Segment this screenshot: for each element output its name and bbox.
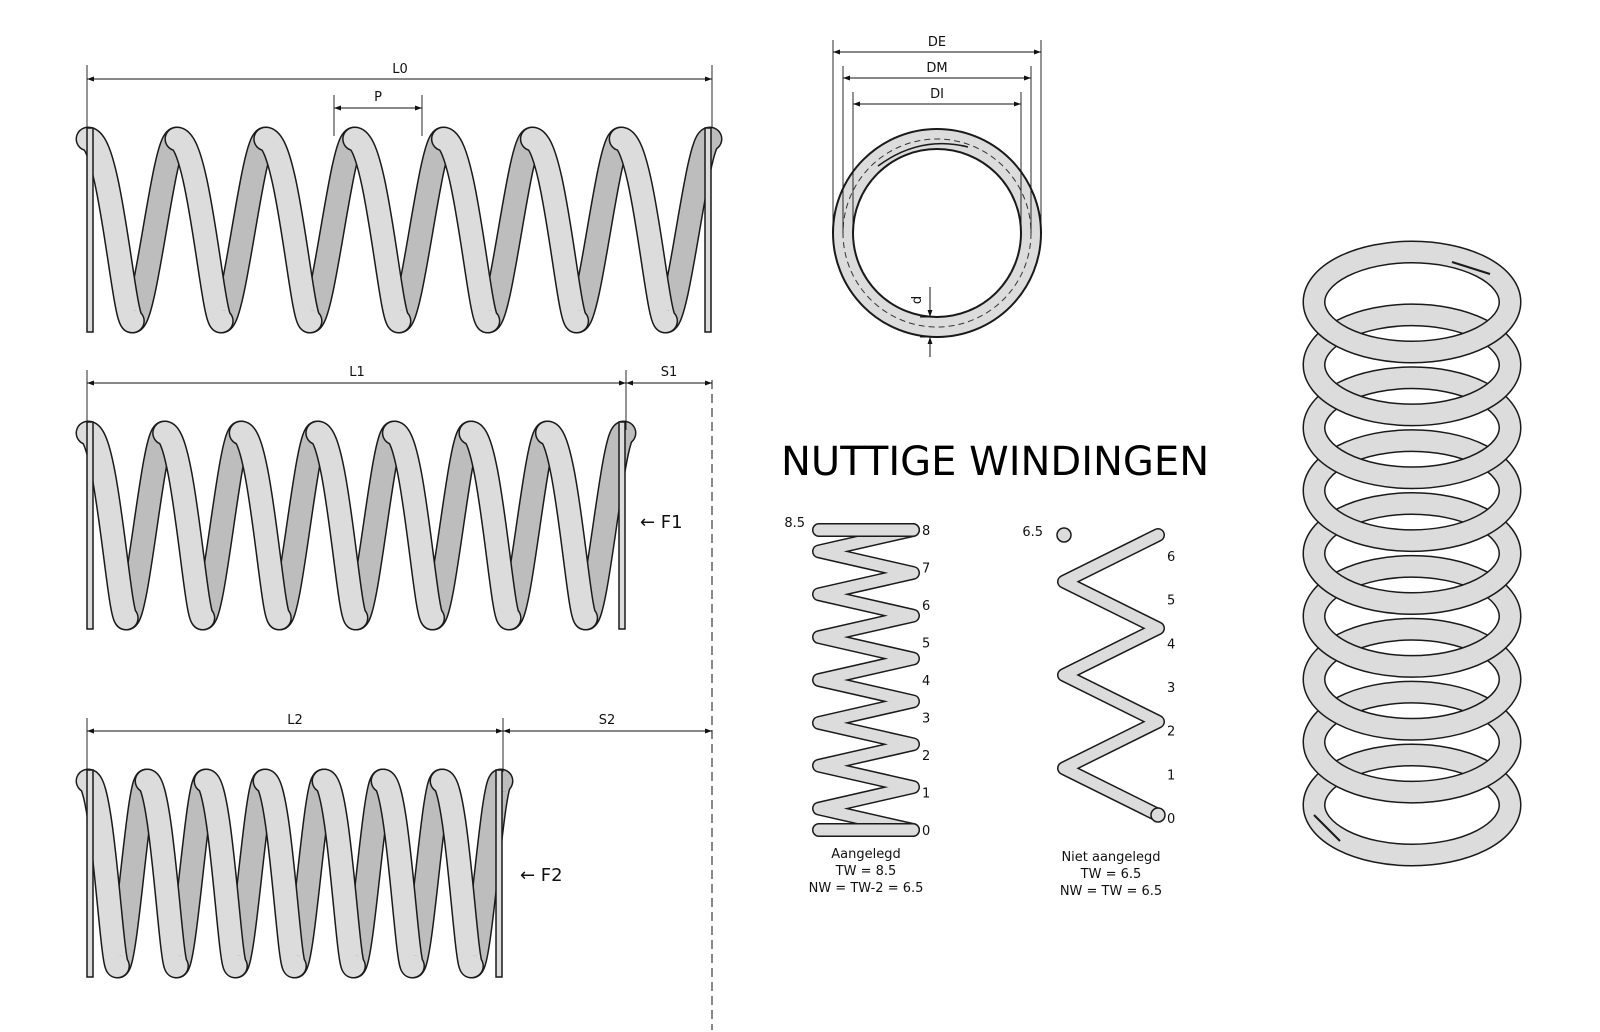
not-ground-coil-numbers: 6 5 4 3 2 1 0	[1167, 550, 1175, 827]
coil-number-label: 6	[1167, 550, 1175, 565]
coil-path	[813, 524, 919, 836]
spring-front-strand	[254, 128, 322, 332]
wire-diameter-label: d	[910, 296, 925, 304]
spring-front-strand	[306, 422, 367, 629]
spring-front-strand	[536, 422, 597, 629]
s2-label: S2	[599, 713, 616, 728]
spring-front-strand	[521, 128, 588, 332]
coil-path	[1058, 529, 1164, 821]
iso-coil	[1304, 682, 1520, 803]
spring-front-strand	[383, 422, 444, 629]
coil-number-label: 4	[1167, 637, 1175, 652]
ground-coil-numbers: 8 7 6 5 4 3 2 1 0	[922, 524, 930, 839]
coil-number-label: 6	[922, 599, 930, 614]
useful-coils-title: NUTTIGE WINDINGEN	[781, 439, 1209, 485]
not-ground-caption-line-3: NW = TW = 6.5	[1060, 884, 1162, 899]
iso-coil	[1304, 430, 1520, 551]
coil-number-label: 1	[922, 787, 930, 802]
not-ground-top-label: 6.5	[1022, 525, 1043, 540]
iso-coil	[1304, 367, 1520, 488]
dm-label: DM	[926, 61, 947, 76]
coil-number-label: 5	[922, 637, 930, 652]
loaded-spring-2-view: L2 S2 ← F2	[75, 713, 712, 979]
not-ground-caption-line-2: TW = 6.5	[1080, 867, 1142, 882]
f2-force-label: ← F2	[520, 865, 563, 886]
spring-front-strand	[165, 128, 233, 332]
spring-front-strand	[254, 770, 306, 977]
spring-end-cap-right	[704, 127, 712, 333]
spring-front-strand	[343, 128, 410, 332]
spring-front-strand	[153, 422, 214, 629]
coil-number-label: 2	[1167, 725, 1175, 740]
coil-wire-end-top	[1056, 527, 1072, 543]
spring-front-strand	[77, 422, 138, 629]
pitch-label: P	[374, 90, 382, 105]
spring-end-cap-left	[86, 421, 94, 630]
ground-caption-line-2: TW = 8.5	[835, 864, 897, 879]
ground-caption-line-1: Aangelegd	[831, 847, 900, 862]
iso-wire-end-bottom	[1313, 814, 1341, 842]
loaded-spring-1-view: L1 S1 ← F1	[75, 365, 712, 631]
l1-label: L1	[349, 365, 365, 380]
coil-number-label: 3	[1167, 681, 1175, 696]
spring-top-view: DE DM DI d	[832, 35, 1042, 357]
f1-force-label: ← F1	[640, 512, 683, 533]
coil-number-label: 1	[1167, 768, 1175, 783]
ground-caption-line-3: NW = TW-2 = 6.5	[809, 881, 924, 896]
coil-number-label: 0	[1167, 812, 1175, 827]
s1-label: S1	[661, 365, 678, 380]
spring-front-strand	[313, 770, 365, 977]
free-spring-view: L0 P	[75, 62, 723, 334]
spring-front-strand	[230, 422, 291, 629]
inner-coil-ring	[852, 148, 1022, 318]
coil-number-label: 4	[922, 674, 930, 689]
spring-front-strand	[77, 128, 144, 332]
ground-spring-diagram: 8 7 6 5 4 3 2 1 0 8.5 Aangelegd TW = 8.5 NW = TW…	[784, 516, 930, 896]
loaded-spring-1-drawing	[75, 420, 637, 631]
coil-number-label: 5	[1167, 594, 1175, 609]
spring-front-strand	[610, 128, 677, 332]
iso-coil	[1304, 619, 1520, 740]
spring-front-strand	[195, 770, 247, 977]
spring-front-strand	[432, 128, 499, 332]
spring-front-strand	[372, 770, 424, 977]
de-label: DE	[928, 35, 946, 50]
not-ground-caption-line-1: Niet aangelegd	[1061, 850, 1160, 865]
isometric-spring-view	[1302, 240, 1522, 867]
spring-front-strand	[459, 422, 521, 629]
wire-end-tip	[877, 142, 969, 167]
spring-front-strand	[431, 770, 483, 977]
iso-coil	[1304, 304, 1520, 425]
di-label: DI	[930, 87, 944, 102]
iso-coil	[1304, 745, 1520, 865]
spring-end-cap-right	[618, 421, 626, 630]
loaded-spring-2-drawing	[75, 768, 514, 979]
coil-number-label: 7	[922, 562, 930, 577]
ground-top-label: 8.5	[784, 516, 805, 531]
spring-front-strand	[136, 770, 188, 977]
iso-coil	[1304, 493, 1520, 614]
ground-spring-coil	[812, 523, 920, 837]
coil-number-label: 8	[922, 524, 930, 539]
l0-label: L0	[392, 62, 408, 77]
spring-end-cap-left	[86, 127, 94, 333]
spring-end-cap-right	[495, 769, 503, 978]
not-ground-spring-coil	[1056, 527, 1166, 823]
not-ground-spring-diagram: 6 5 4 3 2 1 0 6.5 Niet aangelegd TW = 6.5 NW =…	[1022, 525, 1175, 899]
free-spring-drawing	[75, 126, 723, 334]
iso-wire-end-top	[1451, 261, 1491, 275]
coil-number-label: 3	[922, 712, 930, 727]
coil-number-label: 0	[922, 824, 930, 839]
coil-number-label: 2	[922, 749, 930, 764]
iso-coil	[1304, 242, 1520, 362]
spring-end-cap-left	[86, 769, 94, 978]
iso-coil	[1304, 556, 1520, 677]
l2-label: L2	[287, 713, 303, 728]
coil-wire-end-bottom	[1150, 807, 1166, 823]
